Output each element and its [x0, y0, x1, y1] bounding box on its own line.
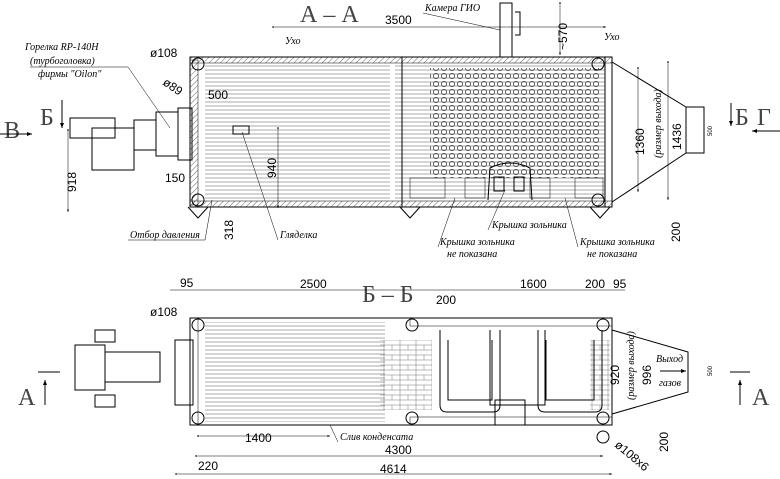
view-arrow-v: В: [4, 118, 20, 144]
label-ash-cover-hidden-right: Крышка зольника: [579, 237, 655, 248]
label-burner-1: Горелка RP-140H: [24, 42, 99, 53]
dim-1360: 1360: [633, 128, 647, 155]
section-a-left: А: [18, 385, 36, 411]
view-bb: Б – Б 95 2500 200 1: [18, 276, 770, 476]
dim-d89: ø89: [160, 75, 185, 99]
dim-920: 920: [608, 365, 622, 385]
label-pressure-tap: Отбор давления: [130, 230, 200, 241]
dim-200-mid: 200: [436, 293, 456, 307]
dim-1600: 1600: [520, 277, 547, 291]
dim-500: 500: [208, 88, 228, 102]
view-arrow-g: Г: [757, 105, 771, 131]
view-aa-title: А – А: [300, 2, 359, 28]
view-aa: А – А 3500 Камера ГИО: [0, 2, 780, 260]
dim-1436: 1436: [670, 123, 684, 150]
dim-95-left: 95: [180, 276, 194, 290]
fire-tubes: [205, 63, 390, 201]
burner: [69, 107, 193, 171]
dim-200: 200: [669, 222, 683, 242]
view-bb-title: Б – Б: [362, 282, 414, 308]
coil-sections: [439, 330, 603, 413]
dim-4300: 4300: [385, 443, 412, 457]
dim-d108: ø108: [150, 46, 178, 60]
dim-1400: 1400: [245, 431, 272, 445]
sight-glass: [232, 125, 250, 135]
dim-500-outlet-bb: 500: [708, 365, 714, 376]
label-ash-cover-hidden-left: Крышка зольника: [439, 237, 515, 248]
label-sight-glass: Гляделка: [279, 230, 317, 241]
brick-lining: [380, 340, 432, 410]
label-burner-2: (турбоголовка): [30, 56, 95, 67]
label-outlet-size-bb: (размер выхода): [626, 330, 637, 400]
label-condensate-drain: Слив конденсата: [340, 432, 413, 443]
burner-bb: [74, 329, 194, 408]
section-b-left: Б: [40, 105, 54, 131]
camera-gio: [499, 2, 513, 58]
label-outlet-size: (размер выхода): [653, 88, 664, 158]
dim-95-right: 95: [613, 277, 627, 291]
dim-200-bottom: 200: [657, 432, 671, 452]
ash-door: [487, 162, 533, 201]
label-camera-gio: Камера ГИО: [424, 3, 480, 14]
supports: [187, 206, 611, 219]
section-b-right: Б: [735, 105, 749, 131]
label-ear-left: Ухо: [285, 36, 300, 47]
dim-2500: 2500: [300, 277, 327, 291]
ash-door-bb: [494, 399, 526, 426]
dim-940: 940: [265, 158, 279, 178]
top-insulation: [189, 56, 613, 64]
dim-918: 918: [65, 172, 79, 192]
gas-outlet-bb: [611, 329, 689, 415]
label-gas-outlet-1: Выход: [656, 354, 683, 365]
label-not-shown-right: не показана: [587, 249, 637, 260]
dim-500-outlet: 500: [708, 125, 714, 136]
label-gas-outlet-2: газов: [659, 378, 682, 389]
dim-4614: 4614: [380, 462, 407, 476]
dim-318: 318: [222, 220, 236, 240]
dim-3500: 3500: [385, 13, 412, 27]
dim-220: 220: [198, 459, 218, 473]
dim-200-right: 200: [585, 277, 605, 291]
dim-d108-bb: ø108: [150, 305, 178, 319]
front-wall: [189, 59, 199, 206]
label-burner-3: фирмы "Oilon": [38, 69, 102, 80]
dim-996: 996: [640, 365, 654, 385]
label-ash-cover: Крышка зольника: [491, 220, 567, 231]
label-ear-right: Ухо: [604, 32, 619, 43]
dim-570: ~570: [556, 23, 570, 50]
section-a-right: А: [752, 385, 770, 411]
tube-bundle: [430, 68, 600, 178]
dim-150: 150: [165, 171, 185, 185]
dim-d108x6: ø108x6: [612, 438, 652, 475]
label-not-shown-left: не показана: [447, 249, 497, 260]
bottom-insulation: [189, 200, 613, 208]
fire-tubes-bb: [205, 322, 385, 422]
